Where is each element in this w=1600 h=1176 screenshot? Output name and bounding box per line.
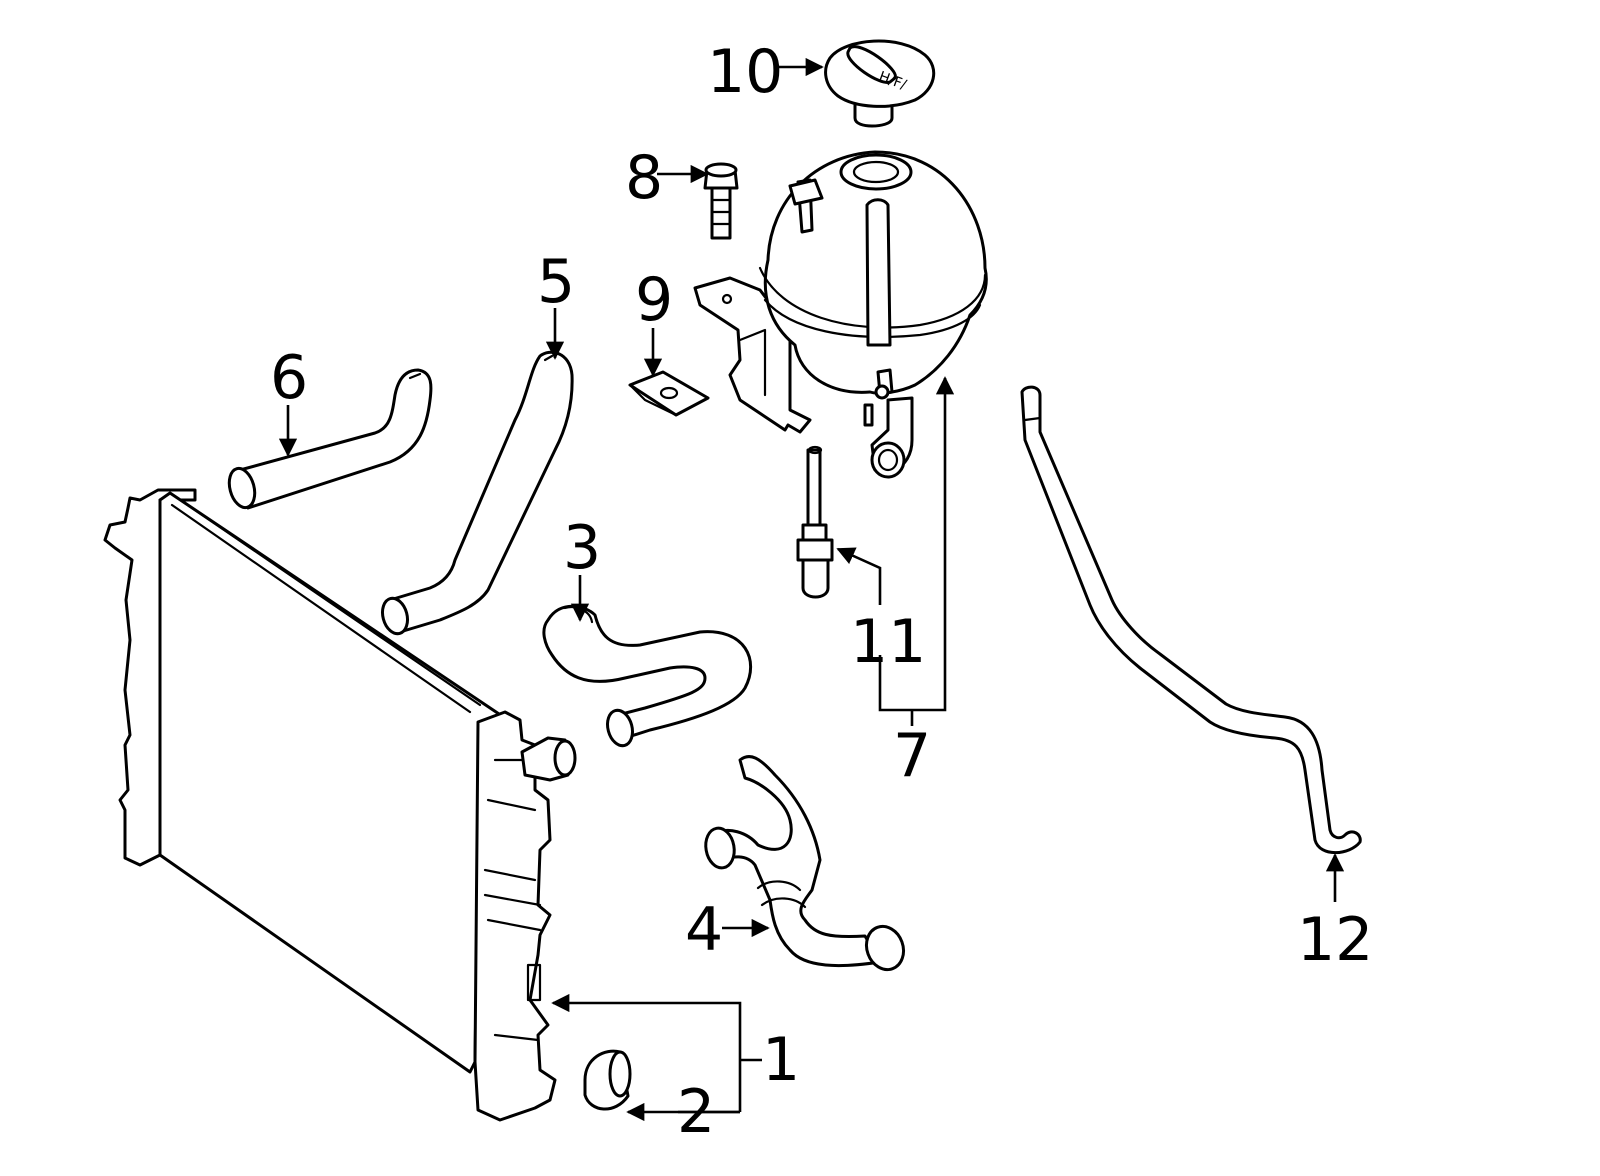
callout-9: 9 xyxy=(635,265,673,335)
callout-8: 8 xyxy=(625,143,663,213)
hose-5-part xyxy=(381,350,574,636)
clamp-part xyxy=(583,1049,632,1111)
bolt-part xyxy=(703,162,739,240)
callout-10: 10 xyxy=(707,37,783,107)
level-sensor-part xyxy=(796,445,834,599)
callout-5: 5 xyxy=(537,247,575,317)
radiator-part xyxy=(103,488,577,1122)
callout-7: 7 xyxy=(893,721,931,791)
callout-4: 4 xyxy=(685,895,723,965)
callout-6: 6 xyxy=(270,343,308,413)
callout-labels: 1 2 3 4 5 6 7 8 9 10 11 12 xyxy=(270,37,1373,1147)
leader-11 xyxy=(836,547,882,605)
expansion-tank-part xyxy=(693,150,988,479)
hose-12-part xyxy=(1020,385,1362,855)
callout-12: 12 xyxy=(1297,905,1373,975)
hose-6-part xyxy=(227,368,433,510)
hose-4-part xyxy=(704,755,906,972)
clip-nut-part xyxy=(628,370,710,417)
callout-1: 1 xyxy=(762,1025,800,1095)
hose-3-part xyxy=(542,604,753,748)
callout-3: 3 xyxy=(563,513,601,583)
callout-2: 2 xyxy=(677,1077,715,1147)
leader-1 xyxy=(551,993,742,1112)
leader-lines xyxy=(278,57,1345,1122)
cap-part: H/F/ xyxy=(824,39,936,128)
callout-11: 11 xyxy=(850,607,926,677)
